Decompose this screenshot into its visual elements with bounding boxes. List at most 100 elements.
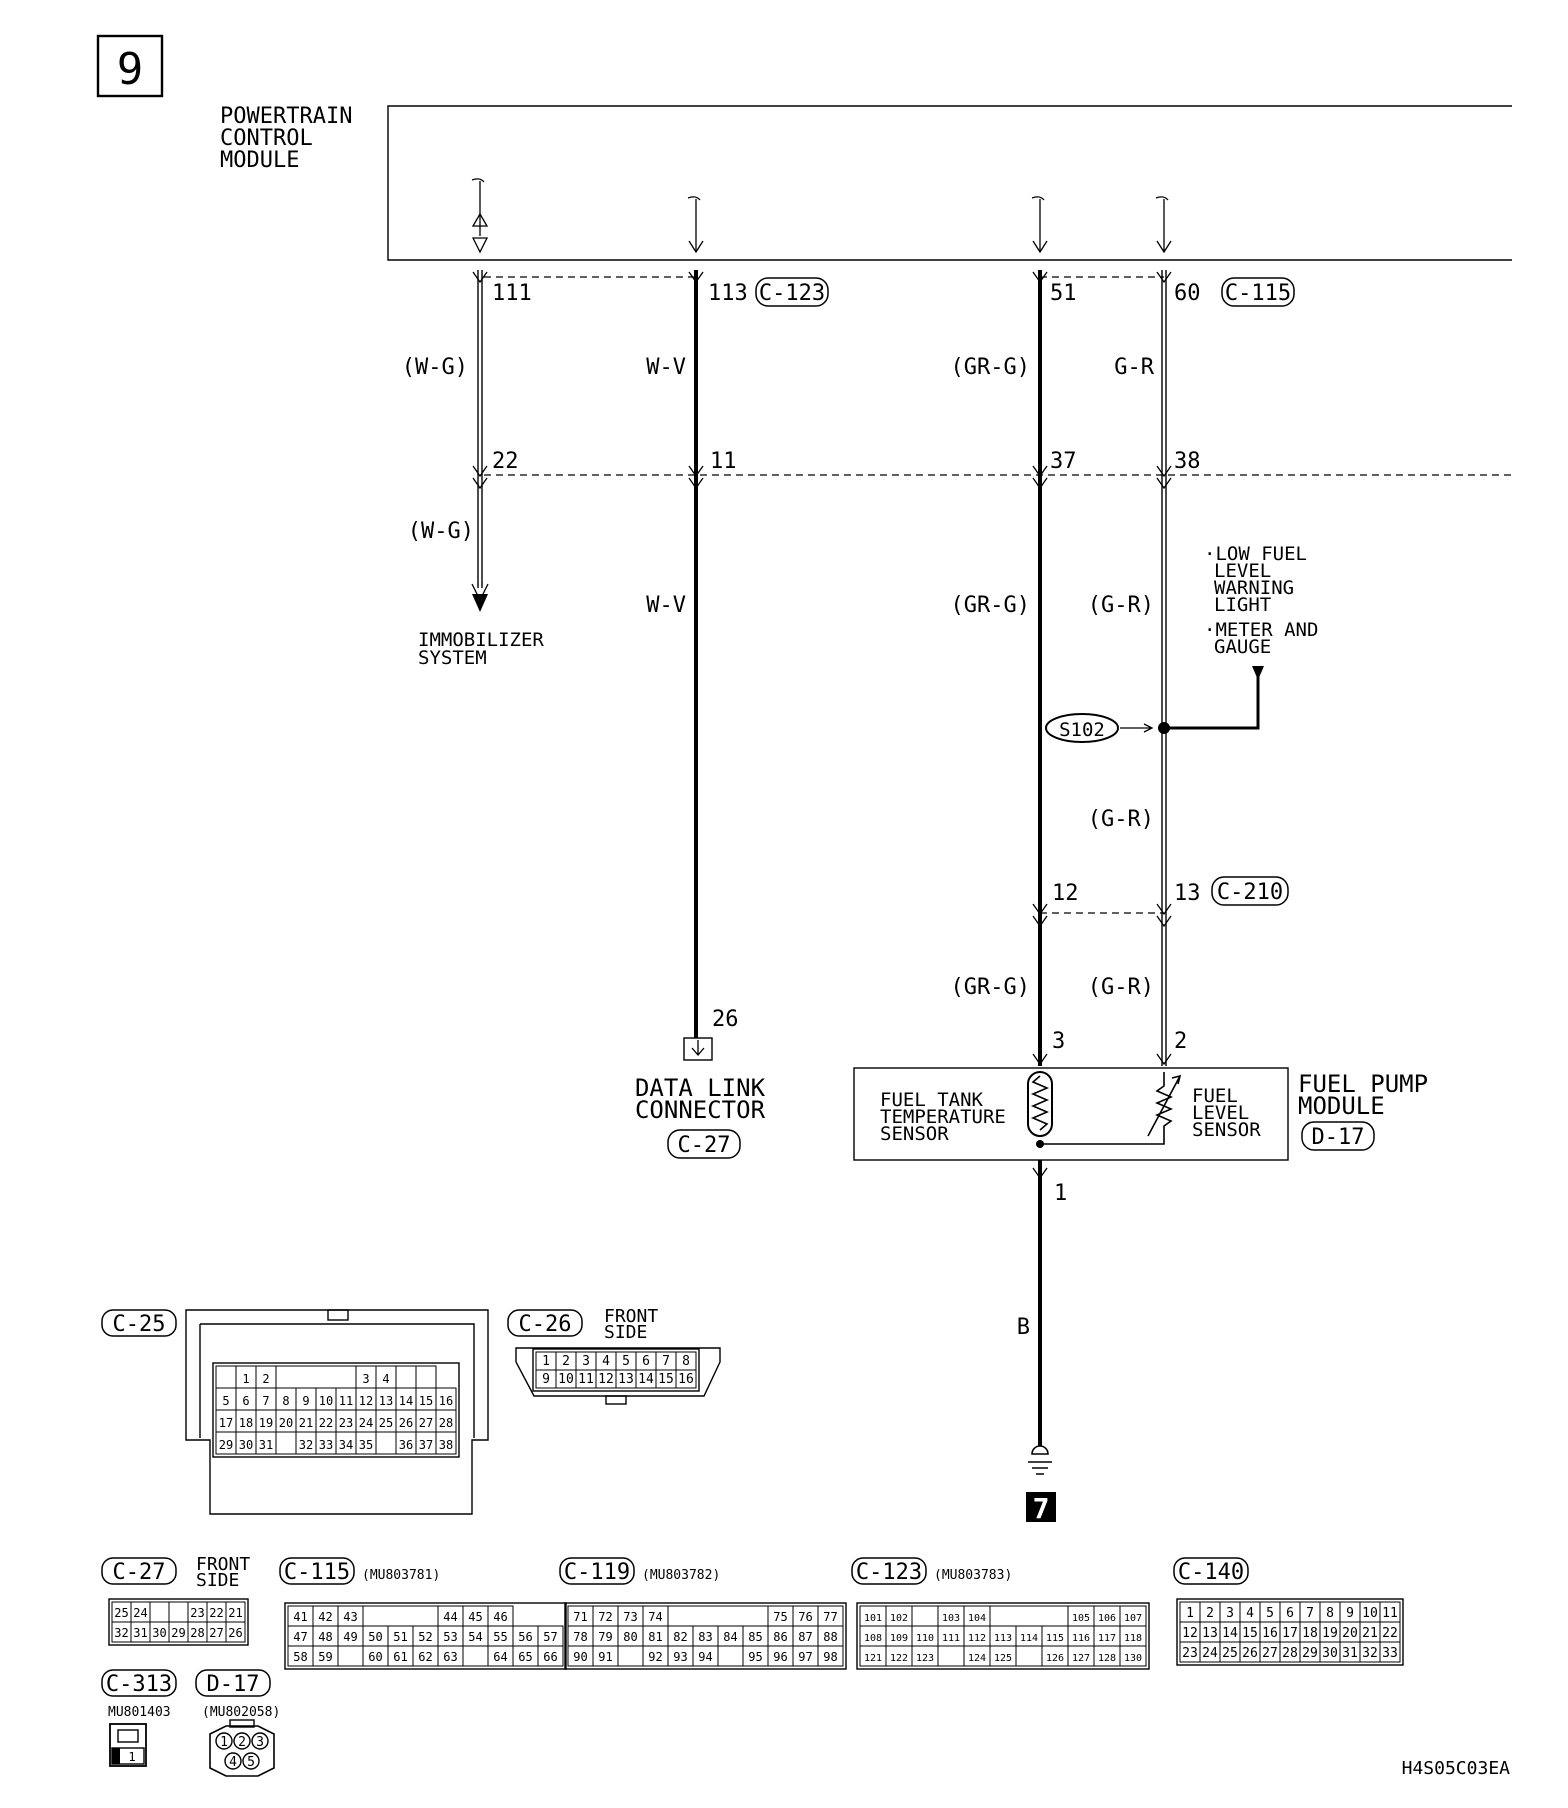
- connector-pin-number: 42: [318, 1610, 332, 1624]
- dlc-terminal: [683, 1037, 713, 1061]
- connector-pin-number: 62: [418, 1650, 432, 1664]
- connector-pin-number: 22: [1382, 1626, 1398, 1641]
- connector-pin-number: 8: [282, 1394, 289, 1408]
- c26-side-2: SIDE: [604, 1322, 647, 1343]
- splice-s102-pointer: [1120, 723, 1154, 733]
- connector-pin-number: 4: [382, 1372, 389, 1386]
- tts-label-1: FUEL TANK: [880, 1089, 984, 1111]
- connector-cavity: [224, 1752, 242, 1770]
- pcm-terminal-bidir-icon: [471, 178, 489, 254]
- connector-pin-number: 116: [1072, 1633, 1090, 1644]
- fls-label-2: LEVEL: [1192, 1102, 1249, 1124]
- connector-pin-number: 79: [598, 1630, 612, 1644]
- connector-pin-number: 19: [259, 1416, 273, 1430]
- connector-pin-number: 14: [399, 1394, 413, 1408]
- connector-cavity: [395, 1365, 417, 1389]
- connector-pin-number: 44: [443, 1610, 457, 1624]
- connector-pin-number: 36: [399, 1438, 413, 1452]
- connector-pin-number: 8: [682, 1354, 690, 1369]
- connector-cavity: [275, 1365, 357, 1389]
- connector-c313-face: [109, 1723, 147, 1767]
- connector-pin-number: 58: [293, 1650, 307, 1664]
- connector-pin-number: 72: [598, 1610, 612, 1624]
- connector-pin-number: 10: [319, 1394, 333, 1408]
- d17-label-pill: [195, 1669, 271, 1697]
- connector-pin-number: 66: [543, 1650, 557, 1664]
- connector-pin-number: 106: [1098, 1613, 1116, 1624]
- connector-cavity: [233, 1732, 251, 1750]
- connector-pin-number: 20: [1342, 1626, 1358, 1641]
- fpm-label-2: MODULE: [1298, 1092, 1385, 1120]
- connector-pin-number: 15: [1242, 1626, 1258, 1641]
- c313-part-number: MU801403: [108, 1705, 171, 1720]
- c27-label-pill: [101, 1557, 177, 1585]
- pin-3: 3: [1052, 1029, 1065, 1054]
- connector-cavity: [415, 1365, 437, 1389]
- connector-pin-number: 47: [293, 1630, 307, 1644]
- connector-pin-number: 27: [419, 1416, 433, 1430]
- connector-pin-number: 18: [239, 1416, 253, 1430]
- connector-pin-number: 27: [209, 1626, 223, 1640]
- connector-pin-number: 30: [152, 1626, 166, 1640]
- lowfuel-label-1: ·LOW FUEL: [1204, 543, 1307, 565]
- thermistor-icon: [1027, 1071, 1053, 1148]
- connector-frame: [856, 1602, 1150, 1670]
- connector-pin-number: 32: [114, 1626, 128, 1640]
- pin-1: 1: [1054, 1181, 1067, 1206]
- connector-pin-number: 75: [773, 1610, 787, 1624]
- meter-label-1: ·METER AND: [1204, 619, 1318, 641]
- connector-pin-number: 85: [748, 1630, 762, 1644]
- c27-side-2: SIDE: [196, 1570, 239, 1591]
- connector-pin-number: 45: [468, 1610, 482, 1624]
- connector-pin-number: 123: [916, 1653, 934, 1664]
- connector-pin-number: 52: [418, 1630, 432, 1644]
- connector-pin-number: 86: [773, 1630, 787, 1644]
- connector-pin-number: 38: [439, 1438, 453, 1452]
- connector-pin-number: 130: [1124, 1653, 1142, 1664]
- connector-pin-number: 5: [1266, 1606, 1274, 1621]
- connector-pin-number: 54: [468, 1630, 482, 1644]
- fpm-label-1: FUEL PUMP: [1298, 1070, 1428, 1098]
- wire-label-g-r-1: G-R: [1114, 355, 1154, 380]
- c119-part-number: (MU803782): [642, 1568, 720, 1583]
- connector-frame: [1176, 1598, 1404, 1666]
- c115-face-label: C-115: [284, 1560, 350, 1585]
- powertrain-control-module: POWERTRAIN CONTROL MODULE: [220, 104, 1512, 261]
- c26-side-1: FRONT: [604, 1306, 658, 1327]
- connector-frame: [532, 1348, 700, 1392]
- c27-label: C-27: [113, 1560, 166, 1585]
- connector-pin-number: 124: [968, 1653, 986, 1664]
- connector-pin-number: 96: [773, 1650, 787, 1664]
- pcm-title-1: POWERTRAIN: [220, 104, 352, 129]
- connector-pin-number: 5: [222, 1394, 229, 1408]
- connector-cavity: [215, 1365, 237, 1389]
- connector-pin-number: 3: [582, 1354, 590, 1369]
- connector-pin-number: 91: [598, 1650, 612, 1664]
- connector-pin-number: 2: [1206, 1606, 1214, 1621]
- connector-pin-number: 3: [362, 1372, 369, 1386]
- connector-pin-number: 4: [229, 1755, 237, 1770]
- connector-pin-number: 105: [1072, 1613, 1090, 1624]
- connector-pin-number: 92: [648, 1650, 662, 1664]
- connector-pin-number: 13: [1202, 1626, 1218, 1641]
- conn-c210-label: C-210: [1217, 880, 1283, 905]
- connector-pin-number: 77: [823, 1610, 837, 1624]
- wire-g-r: [1156, 270, 1172, 1066]
- connector-pin-number: 57: [543, 1630, 557, 1644]
- c123-part-number: (MU803783): [934, 1568, 1012, 1583]
- c313-label: C-313: [106, 1672, 172, 1697]
- connector-pin-number: 25: [1222, 1646, 1238, 1661]
- connector-pin-number: 3: [256, 1735, 264, 1750]
- connector-pin-number: 115: [1046, 1633, 1064, 1644]
- connector-pin-number: 27: [1262, 1646, 1278, 1661]
- connector-pin-number: 50: [368, 1630, 382, 1644]
- connector-pin-number: 31: [1342, 1646, 1358, 1661]
- fls-label-1: FUEL: [1192, 1085, 1238, 1107]
- c313-pin-1: 1: [128, 1750, 135, 1764]
- pin-113: 113: [708, 281, 748, 306]
- connector-pin-number: 51: [393, 1630, 407, 1644]
- connector-pin-number: 82: [673, 1630, 687, 1644]
